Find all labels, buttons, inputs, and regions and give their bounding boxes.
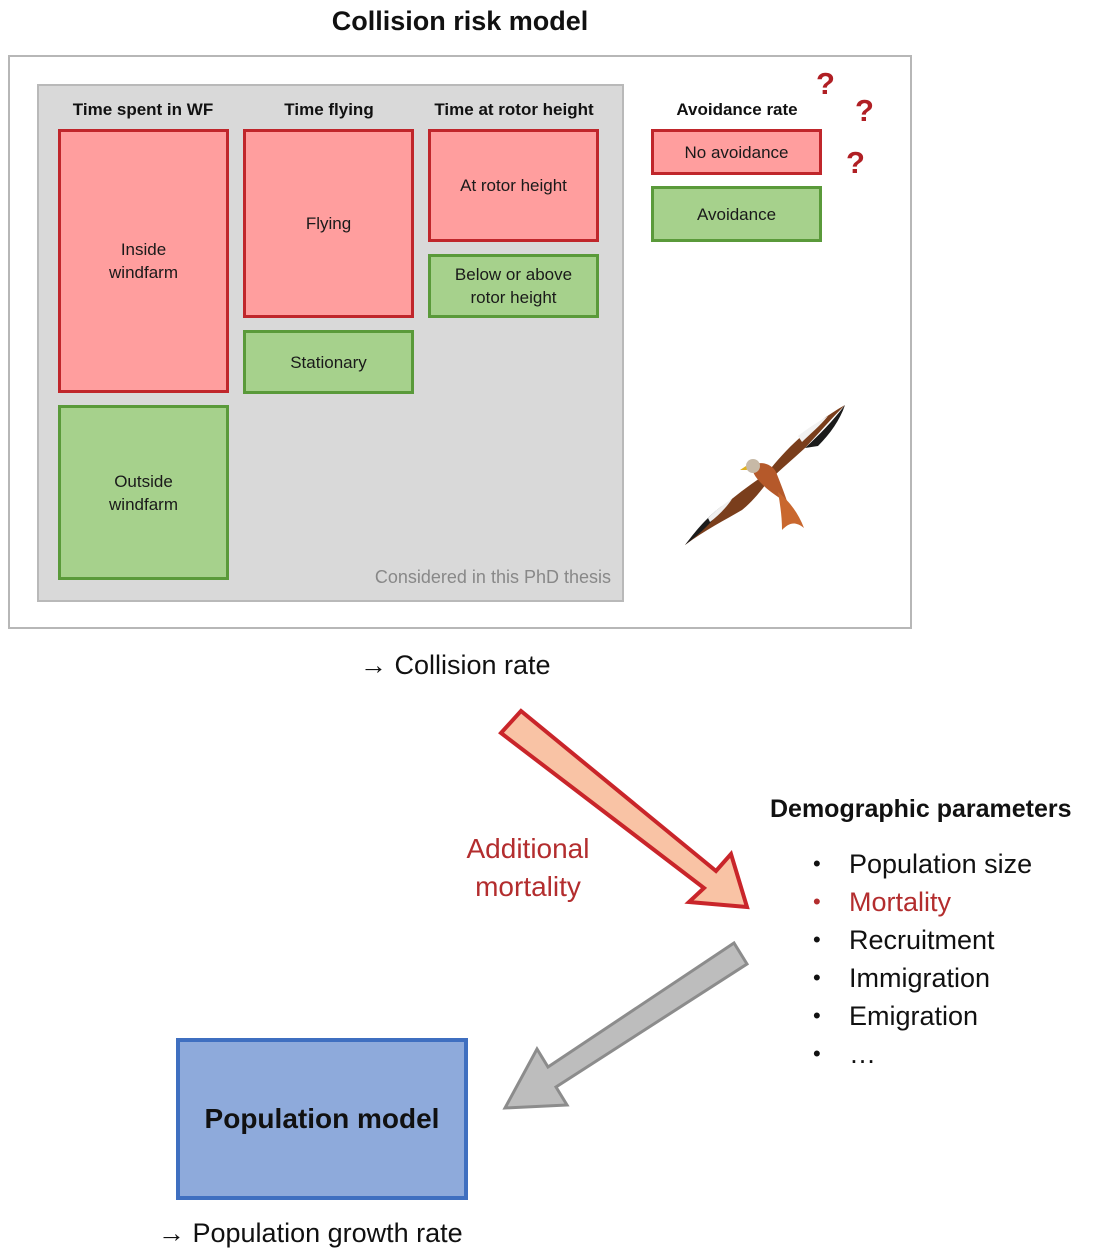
additional-mortality-arrow xyxy=(498,708,750,910)
demographic-parameter-list: • Population size • Mortality • Recruitment… xyxy=(810,845,1032,1073)
demographic-to-population-arrow xyxy=(502,940,750,1110)
bullet-icon: • xyxy=(813,965,821,990)
question-mark-1: ? xyxy=(816,66,835,101)
bullet-icon: • xyxy=(813,889,821,914)
list-item: • Population size xyxy=(810,845,1032,883)
demographic-parameters-title: Demographic parameters xyxy=(770,795,1072,823)
column-heading-avoidance: Avoidance rate xyxy=(676,100,798,119)
parameter-label: Mortality xyxy=(849,887,952,917)
stationary-box: Stationary xyxy=(243,330,414,394)
flying-box: Flying xyxy=(243,129,414,318)
below-above-rotor-box: Below or above rotor height xyxy=(428,254,599,318)
red-kite-icon xyxy=(685,405,845,545)
collision-rate-label: → Collision rate xyxy=(360,650,551,680)
avoidance-box: Avoidance xyxy=(651,186,822,242)
parameter-label: … xyxy=(849,1039,876,1069)
column-heading-time-rotor: Time at rotor height xyxy=(434,100,594,119)
question-mark-3: ? xyxy=(846,145,865,180)
parameter-label: Emigration xyxy=(849,1001,979,1031)
population-growth-rate-label: → Population growth rate xyxy=(158,1218,463,1248)
bullet-icon: • xyxy=(813,851,821,876)
column-heading-time-in-wf: Time spent in WF xyxy=(72,100,214,119)
bullet-icon: • xyxy=(813,927,821,952)
bullet-icon: • xyxy=(813,1003,821,1028)
diagram-title: Collision risk model xyxy=(331,6,589,36)
question-mark-2: ? xyxy=(855,93,874,128)
parameter-label: Immigration xyxy=(849,963,991,993)
list-item: • Immigration xyxy=(810,959,1032,997)
parameter-label: Recruitment xyxy=(849,925,995,955)
population-model-box: Population model xyxy=(176,1038,468,1200)
thesis-scope-caption: Considered in this PhD thesis xyxy=(374,567,611,587)
column-heading-time-flying: Time flying xyxy=(284,100,374,119)
list-item: •… xyxy=(810,1035,1032,1073)
no-avoidance-box: No avoidance xyxy=(651,129,822,175)
list-item: • Emigration xyxy=(810,997,1032,1035)
at-rotor-height-box: At rotor height xyxy=(428,129,599,242)
parameter-label: Population size xyxy=(849,849,1033,879)
list-item: • Mortality xyxy=(810,883,1032,921)
bullet-icon: • xyxy=(813,1041,821,1066)
additional-mortality-label: Additional mortality xyxy=(466,833,590,902)
outside-windfarm-box: Outside windfarm xyxy=(58,405,229,580)
inside-windfarm-box: Inside windfarm xyxy=(58,129,229,393)
list-item: • Recruitment xyxy=(810,921,1032,959)
